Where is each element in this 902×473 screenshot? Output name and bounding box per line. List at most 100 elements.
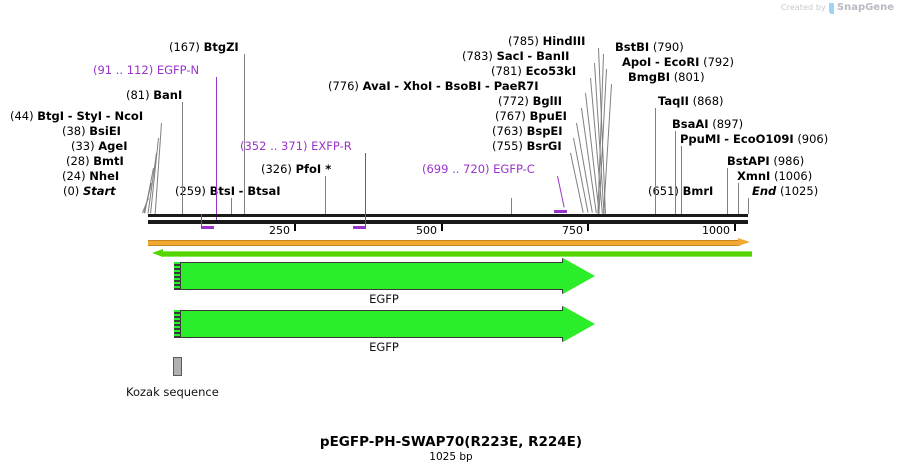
snapgene-logo-icon (828, 3, 834, 14)
leader-line-1025 (748, 198, 749, 214)
feature-egfp-2[interactable] (174, 306, 595, 342)
site-label-986[interactable]: BstAPI (986) (727, 155, 804, 167)
site-pos-767: (767) (495, 109, 526, 123)
orange-track-arrowhead-icon (738, 238, 750, 246)
site-label-0[interactable]: (0) Start (63, 185, 116, 197)
site-pos-781: (781) (491, 64, 522, 78)
site-name-ncoi: NcoI (114, 109, 144, 123)
leader-line-1006 (738, 183, 739, 214)
feature-green-track[interactable] (152, 249, 752, 257)
primer-bar-egfp-c (554, 210, 567, 213)
site-pos-259: (259) (175, 184, 206, 198)
site-label-781[interactable]: (781) Eco53kI (491, 65, 576, 77)
backbone-top-line (148, 214, 748, 217)
leader-line-167 (244, 54, 245, 214)
site-label-897[interactable]: BsaAI (897) (672, 118, 743, 130)
site-label-790[interactable]: BstBI (790) (615, 41, 684, 53)
site-name-btsai: BtsaI (247, 184, 281, 198)
site-name-ecoo109i: EcoO109I (733, 132, 794, 146)
ruler-tick-1000 (734, 224, 736, 231)
site-label-792[interactable]: ApoI - EcoRI (792) (622, 55, 735, 69)
site-label-783[interactable]: (783) SacI - BanII (462, 49, 570, 63)
site-label-167[interactable]: (167) BtgZI (169, 41, 239, 53)
site-name-bpuei: BpuEI (529, 109, 567, 123)
site-label-776[interactable]: (776) AvaI - XhoI - BsoBI - PaeR7I (328, 79, 539, 93)
feature-egfp-1[interactable] (174, 258, 595, 294)
site-label-28[interactable]: (28) BmtI (66, 155, 124, 167)
site-name-bsiei: BsiEI (89, 124, 121, 138)
site-label-38[interactable]: (38) BsiEI (62, 125, 121, 137)
feature-label-egfp-1: EGFP (369, 292, 399, 306)
site-label-326[interactable]: (326) PfoI * (261, 163, 331, 175)
primer-bar-exfp-r (353, 226, 366, 229)
site-label-785[interactable]: (785) HindIII (508, 35, 585, 47)
ruler-tick-250 (294, 224, 296, 231)
site-name-pfoi: PfoI * (295, 162, 332, 176)
leader-line-326 (325, 176, 326, 214)
primer-leader-egfp-n (216, 77, 217, 220)
site-name-bsobi: BsoBI (444, 79, 482, 93)
site-name-paer7i: PaeR7I (493, 79, 539, 93)
site-pos-897: (897) (712, 117, 744, 131)
feature-label-egfp-2: EGFP (369, 340, 399, 354)
site-pos-755: (755) (492, 139, 523, 153)
site-label-81[interactable]: (81) BanI (126, 89, 182, 101)
site-pos-38: (38) (62, 124, 86, 138)
leader-line-81 (182, 102, 183, 214)
backbone-bottom-line (148, 220, 748, 224)
ruler-label-1000: 1000 (702, 224, 730, 237)
egfp-2-body (174, 310, 564, 338)
ruler-tick-500 (441, 224, 443, 231)
primer-label-egfp-n[interactable]: (91 .. 112) EGFP-N (93, 64, 199, 76)
site-name-bsaai: BsaAI (672, 117, 709, 131)
site-pos-772: (772) (498, 94, 529, 108)
primer-tick-egfp-n (201, 214, 202, 228)
site-label-755[interactable]: (755) BsrGI (492, 140, 562, 152)
primer-label-exfp-r[interactable]: (352 .. 371) EXFP-R (240, 140, 352, 152)
ruler-label-250: 250 (269, 224, 290, 237)
site-name-btsi: BtsI (209, 184, 235, 198)
site-pos-1025: (1025) (779, 184, 819, 198)
site-label-772[interactable]: (772) BglII (498, 95, 562, 107)
egfp-2-hatched-edge (174, 310, 181, 338)
site-name-avai: AvaI (362, 79, 391, 93)
site-name-ecori: EcoRI (663, 55, 700, 69)
primer-range-exfp-r: (352 .. 371) (240, 139, 308, 153)
leader-line-868 (655, 108, 656, 214)
credit-prefix: Created by (780, 3, 826, 12)
site-pos-868: (868) (692, 94, 724, 108)
site-label-24[interactable]: (24) NheI (62, 170, 119, 182)
site-pos-776: (776) (328, 79, 359, 93)
leader-line-651 (511, 198, 512, 214)
snapgene-brand: SnapGene (836, 2, 894, 13)
site-label-259[interactable]: (259) BtsI - BtsaI (175, 184, 281, 198)
site-label-801[interactable]: BmgBI (801) (628, 71, 705, 83)
site-name-btgi: BtgI (37, 109, 65, 123)
plasmid-title: pEGFP-PH-SWAP70(R223E, R224E) (319, 434, 583, 450)
plasmid-length: 1025 bp (429, 451, 473, 463)
leader-line-259 (231, 198, 232, 214)
site-pos-790: (790) (652, 40, 684, 54)
primer-leader-egfp-c (557, 175, 565, 208)
site-label-1025[interactable]: End (1025) (752, 185, 818, 197)
green-track-body (162, 251, 752, 257)
primer-label-egfp-c[interactable]: (699 .. 720) EGFP-C (422, 163, 535, 175)
site-pos-986: (986) (773, 154, 805, 168)
site-label-767[interactable]: (767) BpuEI (495, 110, 567, 122)
site-label-868[interactable]: TaqII (868) (658, 95, 724, 107)
site-label-1006[interactable]: XmnI (1006) (737, 170, 812, 182)
site-label-906[interactable]: PpuMI - EcoO109I (906) (680, 132, 829, 146)
egfp-1-body (174, 262, 564, 290)
site-pos-801: (801) (673, 70, 705, 84)
site-pos-28: (28) (66, 154, 90, 168)
feature-kozak-box[interactable] (173, 357, 182, 376)
site-label-44[interactable]: (44) BtgI - StyI - NcoI (10, 109, 144, 123)
site-pos-24: (24) (62, 169, 86, 183)
site-label-763[interactable]: (763) BspEI (492, 125, 563, 137)
site-pos-326: (326) (261, 162, 292, 176)
site-pos-33: (33) (71, 139, 95, 153)
site-name-hindiii: HindIII (542, 34, 586, 48)
site-label-33[interactable]: (33) AgeI (71, 140, 127, 152)
feature-orange-track[interactable] (148, 238, 752, 246)
